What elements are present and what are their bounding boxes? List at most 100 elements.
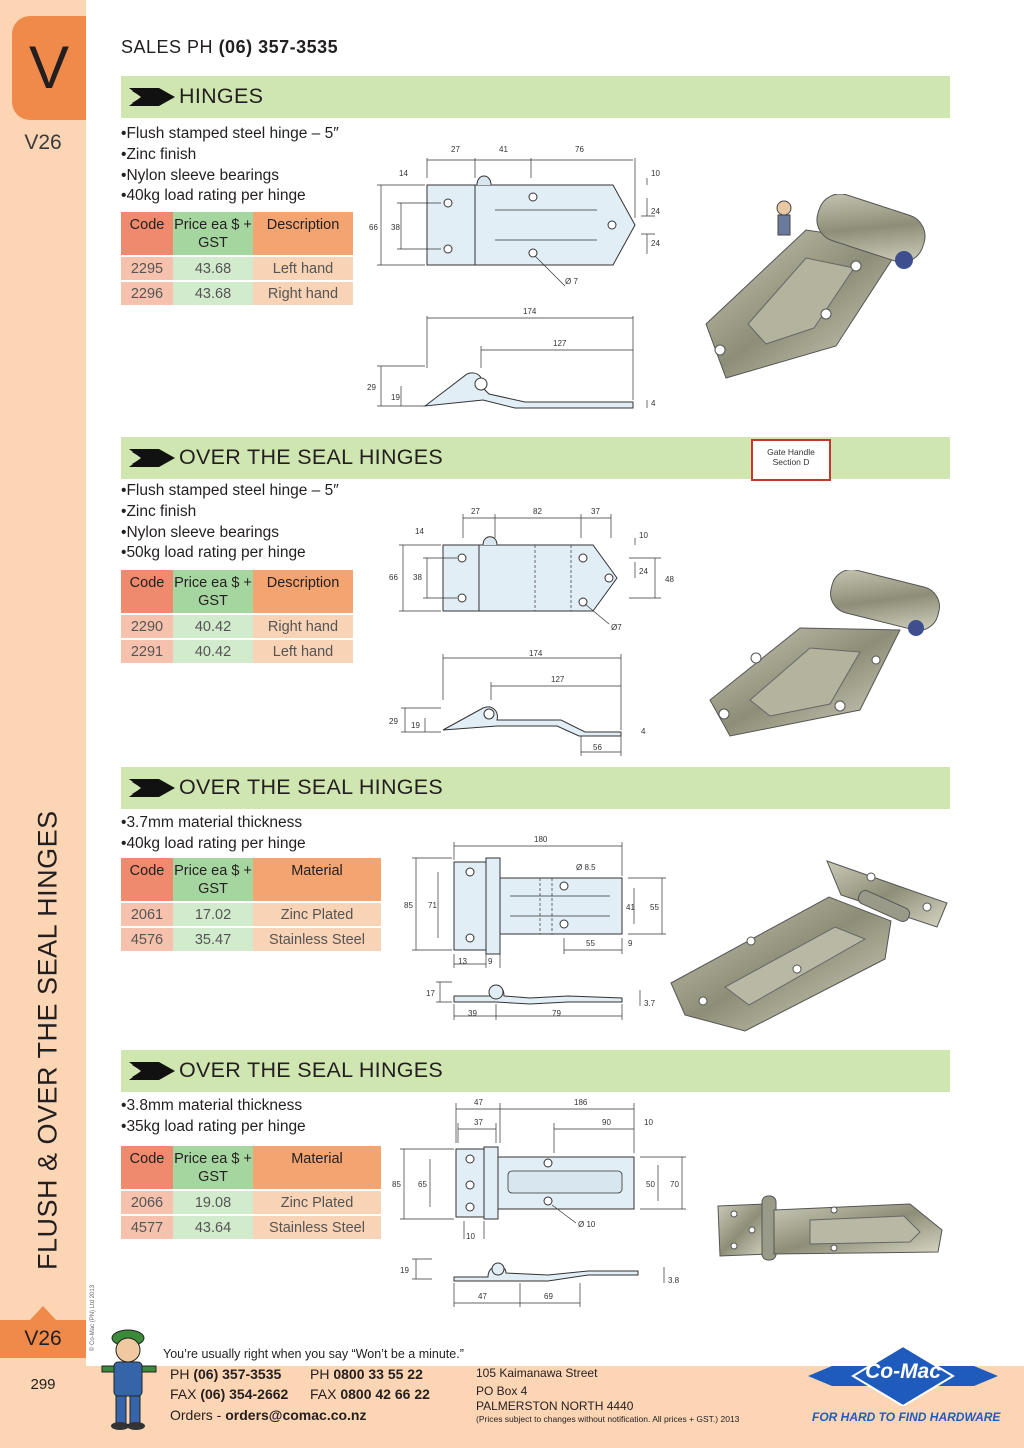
feature-item: 3.8mm material thickness — [121, 1096, 306, 1117]
dim-label: 27 — [451, 145, 460, 154]
footer-tagline: You’re usually right when you say “Won’t… — [163, 1347, 464, 1361]
table-row: 2290 40.42 Right hand — [121, 614, 353, 640]
section-title: OVER THE SEAL HINGES — [179, 445, 444, 469]
col-header-price: Price ea $ + GST — [173, 858, 253, 903]
feature-list: Flush stamped steel hinge – 5″ Zinc fini… — [121, 124, 339, 207]
feature-list: 3.7mm material thickness 40kg load ratin… — [121, 813, 305, 855]
dim-label: 56 — [593, 743, 602, 752]
dim-label: 48 — [665, 575, 674, 584]
product-photo-hinge — [709, 570, 940, 737]
gate-handle-section-tag[interactable]: Gate Handle Section D — [751, 439, 831, 481]
comac-logo[interactable]: Co-Mac — [808, 1344, 998, 1408]
dim-label: 85 — [404, 901, 413, 910]
dim-label: 41 — [499, 145, 508, 154]
cell-material: Zinc Plated — [253, 1190, 381, 1216]
section-banner-hinges: HINGES — [121, 76, 950, 118]
dim-label: 47 — [474, 1098, 483, 1107]
cell-code: 2291 — [121, 639, 173, 665]
dim-label: 41 — [626, 903, 635, 912]
phone-label: PH — [310, 1366, 330, 1382]
dim-label: 19 — [391, 393, 400, 402]
dim-label: 37 — [591, 507, 600, 516]
dim-label: 66 — [389, 573, 398, 582]
cell-code: 2290 — [121, 614, 173, 640]
dim-label: 3.7 — [644, 999, 656, 1008]
cell-price: 43.68 — [173, 281, 253, 307]
dim-label: 24 — [639, 567, 648, 576]
cell-code: 2295 — [121, 256, 173, 282]
sales-phone: (06) 357-3535 — [218, 37, 339, 57]
dim-label: 4 — [641, 727, 646, 736]
section-title: OVER THE SEAL HINGES — [179, 775, 444, 799]
dim-label: 10 — [639, 531, 648, 540]
phone-line: PH (06) 357-3535 — [170, 1366, 281, 1382]
sidebar — [0, 0, 86, 1448]
dim-label: 180 — [534, 835, 548, 844]
feature-item: 40kg load rating per hinge — [121, 186, 339, 207]
section-letter-tab: V — [12, 16, 86, 120]
col-header-price: Price ea $ + GST — [173, 1146, 253, 1191]
dim-label: 24 — [651, 207, 660, 216]
dim-label: 127 — [553, 339, 567, 348]
dim-label: 69 — [544, 1292, 553, 1301]
dim-label: 14 — [415, 527, 424, 536]
feature-item: 40kg load rating per hinge — [121, 834, 305, 855]
freephone-number: 0800 33 55 22 — [333, 1366, 423, 1382]
dim-label: 19 — [400, 1266, 409, 1275]
section-banner-over-seal-2: OVER THE SEAL HINGES — [121, 767, 950, 809]
technical-drawing-top-view: 180 Ø 8.5 85 71 41 55 55 9 13 9 17 39 79… — [404, 835, 666, 1020]
orders-line: Orders - orders@comac.co.nz — [170, 1407, 367, 1423]
page-number: 299 — [30, 1376, 56, 1393]
cell-code: 2296 — [121, 281, 173, 307]
dim-label: 70 — [670, 1180, 679, 1189]
phone-number: (06) 357-3535 — [193, 1366, 282, 1382]
feature-item: Nylon sleeve bearings — [121, 523, 339, 544]
dim-label: 3.8 — [668, 1276, 680, 1285]
feature-item: 50kg load rating per hinge — [121, 543, 339, 564]
feature-item: Zinc finish — [121, 145, 339, 166]
dim-label: 76 — [575, 145, 584, 154]
table-row: 2295 43.68 Left hand — [121, 256, 353, 282]
product-photo-hinge — [705, 194, 926, 379]
dimension-labels: 27 41 76 14 66 38 10 24 24 Ø 7 — [369, 145, 660, 286]
page-code-bottom-tab: V26 — [0, 1306, 86, 1358]
product-photo-hinge — [717, 1195, 943, 1261]
cell-material: Stainless Steel — [253, 1215, 381, 1241]
col-header-price: Price ea $ + GST — [173, 212, 253, 257]
dim-label: 10 — [644, 1118, 653, 1127]
cell-code: 2066 — [121, 1190, 173, 1216]
feature-item: 35kg load rating per hinge — [121, 1117, 305, 1138]
col-header-code: Code — [121, 1146, 173, 1191]
dim-label: 50 — [646, 1180, 655, 1189]
cell-price: 43.64 — [173, 1215, 253, 1241]
address-line: PO Box 4 — [476, 1384, 528, 1398]
technical-drawing-top-view: 47 186 37 90 10 85 65 50 70 Ø 10 10 19 4… — [392, 1098, 686, 1307]
col-header-code: Code — [121, 858, 173, 903]
col-header-description: Description — [253, 570, 353, 615]
dim-label: 55 — [586, 939, 595, 948]
orders-label: Orders - — [170, 1407, 222, 1423]
address-line: 105 Kaimanawa Street — [476, 1366, 598, 1380]
fax-label: FAX — [170, 1386, 197, 1402]
dim-label: 14 — [399, 169, 408, 178]
mascot-illustration — [101, 1329, 157, 1430]
cell-code: 4576 — [121, 927, 173, 953]
orders-email-link[interactable]: orders@comac.co.nz — [225, 1407, 367, 1423]
price-table: Code Price ea $ + GST Description 2295 4… — [121, 212, 353, 307]
technical-drawing-top-view: 27 82 37 14 66 38 10 24 48 Ø7 174 127 29… — [389, 507, 674, 756]
cell-code: 2061 — [121, 902, 173, 928]
feature-item: Zinc finish — [121, 502, 339, 523]
table-row: 4577 43.64 Stainless Steel — [121, 1215, 381, 1241]
dim-label: Ø7 — [611, 623, 622, 632]
cell-price: 17.02 — [173, 902, 253, 928]
logo-badge-icon — [808, 1344, 998, 1408]
sales-phone-header: SALES PH (06) 357-3535 — [121, 37, 338, 58]
dim-label: 47 — [478, 1292, 487, 1301]
freefax-number: 0800 42 66 22 — [340, 1386, 430, 1402]
sales-label: SALES PH — [121, 37, 214, 57]
dim-label: 66 — [369, 223, 378, 232]
dim-label: 39 — [468, 1009, 477, 1018]
col-header-code: Code — [121, 212, 173, 257]
cell-price: 35.47 — [173, 927, 253, 953]
product-photo-hinge — [670, 860, 948, 1032]
